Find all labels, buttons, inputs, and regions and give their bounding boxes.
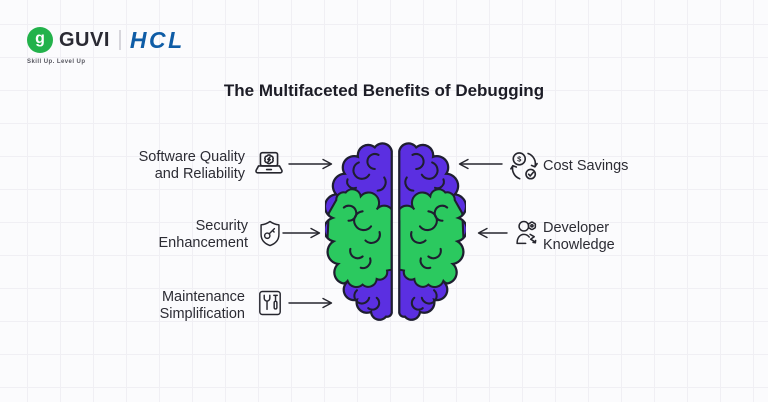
page-title: The Multifaceted Benefits of Debugging xyxy=(223,81,545,100)
maintenance-tools-icon xyxy=(253,286,287,320)
benefit-label-developer-knowledge: Developer Knowledge xyxy=(543,220,615,253)
brand-divider xyxy=(118,30,121,50)
arrow-left-icon xyxy=(476,227,508,239)
laptop-gear-icon xyxy=(250,146,288,184)
guvi-logo-icon: g xyxy=(27,27,53,53)
brand-block: g GUVI HCL Skill Up. Level Up xyxy=(27,26,185,65)
benefit-label-maintenance: Maintenance Simplification xyxy=(159,289,245,322)
shield-key-icon xyxy=(253,216,287,250)
developer-gear-icon xyxy=(509,215,545,251)
cost-savings-icon: $ xyxy=(505,147,543,185)
brand-tagline: Skill Up. Level Up xyxy=(27,59,86,65)
benefit-label-software-quality: Software Quality and Reliability xyxy=(138,149,245,182)
svg-text:$: $ xyxy=(517,155,522,164)
arrow-right-icon xyxy=(288,158,334,170)
brain-illustration xyxy=(325,137,466,332)
benefit-label-cost-savings: Cost Savings xyxy=(543,158,629,174)
arrow-right-icon xyxy=(282,227,322,239)
guvi-wordmark: GUVI xyxy=(59,28,110,51)
arrow-right-icon xyxy=(288,297,334,309)
arrow-left-icon xyxy=(457,158,503,170)
benefit-label-security: Security Enhancement xyxy=(158,218,248,251)
hcl-wordmark: HCL xyxy=(129,26,185,53)
